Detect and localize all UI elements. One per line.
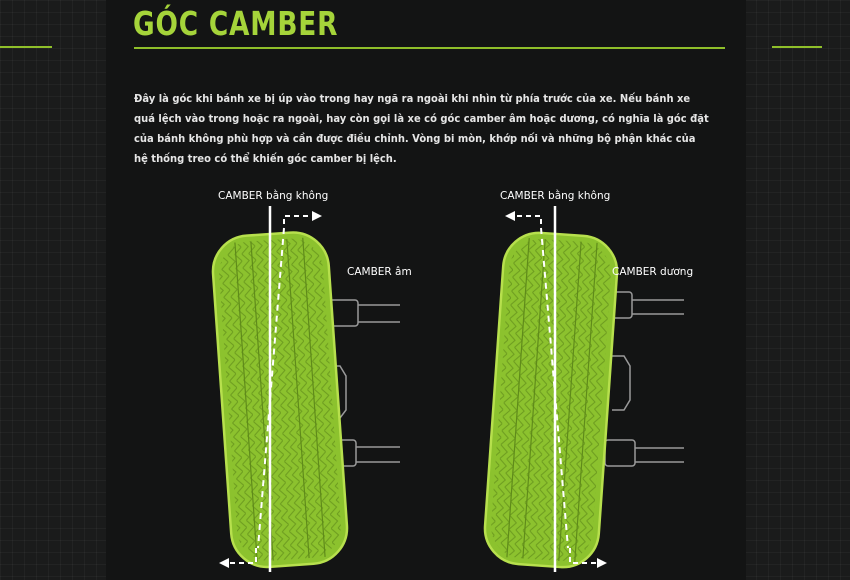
content-panel bbox=[106, 0, 746, 580]
positive-camber-label: CAMBER dương bbox=[612, 266, 693, 278]
right-top-arrow bbox=[505, 211, 542, 224]
left-accent-line bbox=[0, 46, 52, 48]
left-zero-label: CAMBER bằng không bbox=[218, 189, 328, 202]
left-bottom-arrow bbox=[219, 548, 257, 568]
left-camber-axis bbox=[257, 227, 285, 549]
negative-camber-label: CAMBER âm bbox=[347, 266, 412, 278]
left-tire bbox=[211, 231, 349, 569]
right-camber-axis bbox=[540, 227, 569, 549]
left-top-arrow bbox=[283, 211, 322, 224]
title-underline bbox=[134, 47, 725, 49]
right-accent-line bbox=[772, 46, 822, 48]
right-tire bbox=[483, 231, 619, 569]
right-bottom-arrow bbox=[569, 548, 607, 568]
page-title: GÓC CAMBER bbox=[133, 4, 339, 43]
right-zero-label: CAMBER bằng không bbox=[500, 189, 610, 202]
description-text: Đây là góc khi bánh xe bị úp vào trong h… bbox=[134, 93, 709, 165]
